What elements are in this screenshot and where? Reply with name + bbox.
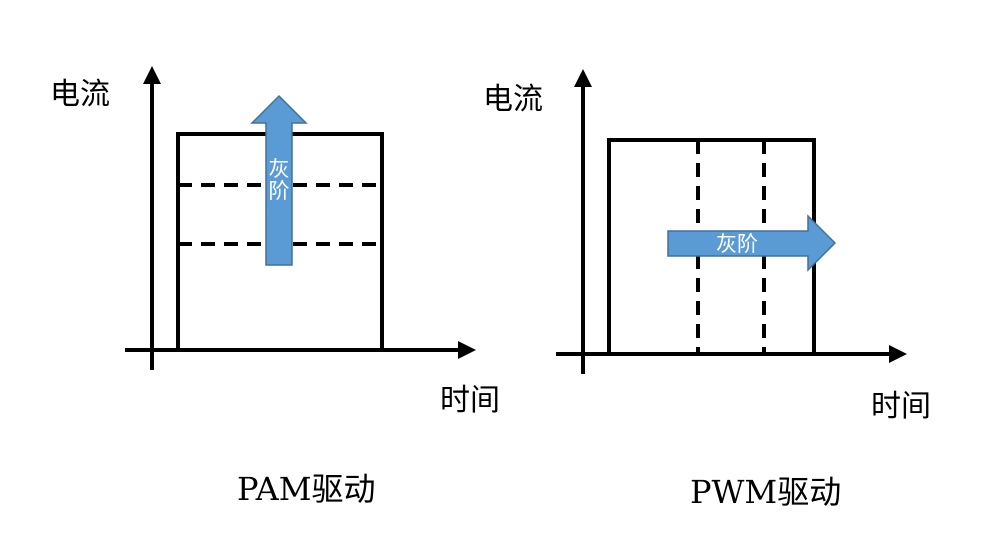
pam-x-axis-arrowhead <box>458 341 476 359</box>
pwm-panel <box>556 69 907 374</box>
pam-grayscale-arrow <box>250 94 308 266</box>
pwm-y-axis-arrowhead <box>574 69 592 87</box>
pam-panel <box>125 66 476 370</box>
pwm-y-axis-label: 电流 <box>483 82 543 117</box>
pwm-grayscale-arrow <box>667 214 837 272</box>
pwm-x-axis-arrowhead <box>889 345 907 363</box>
pam-x-axis-label: 时间 <box>440 383 500 418</box>
pwm-x-axis-label: 时间 <box>871 389 931 424</box>
pwm-caption: PWM驱动 <box>690 473 842 511</box>
pam-caption: PAM驱动 <box>237 470 376 508</box>
pam-arrow-label: 灰阶 <box>268 157 290 204</box>
pam-y-axis-arrowhead <box>143 66 161 84</box>
pwm-arrow-label: 灰阶 <box>716 232 758 256</box>
pam-y-axis-label: 电流 <box>50 77 110 112</box>
